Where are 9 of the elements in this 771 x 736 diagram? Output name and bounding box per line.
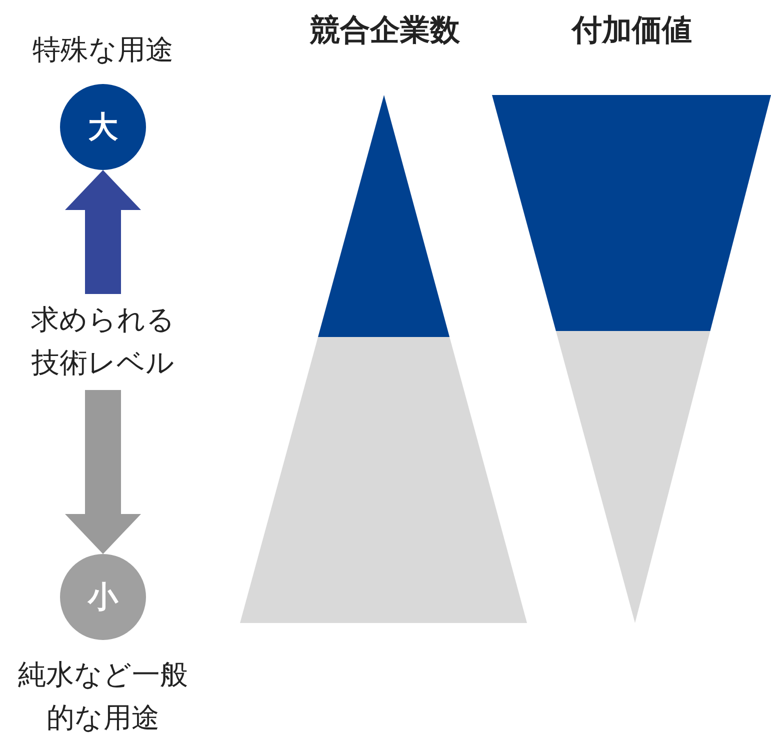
caption-text: 特殊な用途	[32, 32, 174, 68]
column-heading: 付加価値	[570, 12, 693, 50]
column-heading: 競合企業数	[308, 12, 461, 50]
axis-label: 求められる技術レベル	[30, 302, 176, 381]
level-circle: 小	[60, 554, 146, 640]
caption-text: 純水など一般的な用途	[17, 657, 189, 736]
level-circle: 大	[60, 84, 146, 170]
arrow	[65, 390, 141, 554]
arrow	[65, 170, 141, 294]
